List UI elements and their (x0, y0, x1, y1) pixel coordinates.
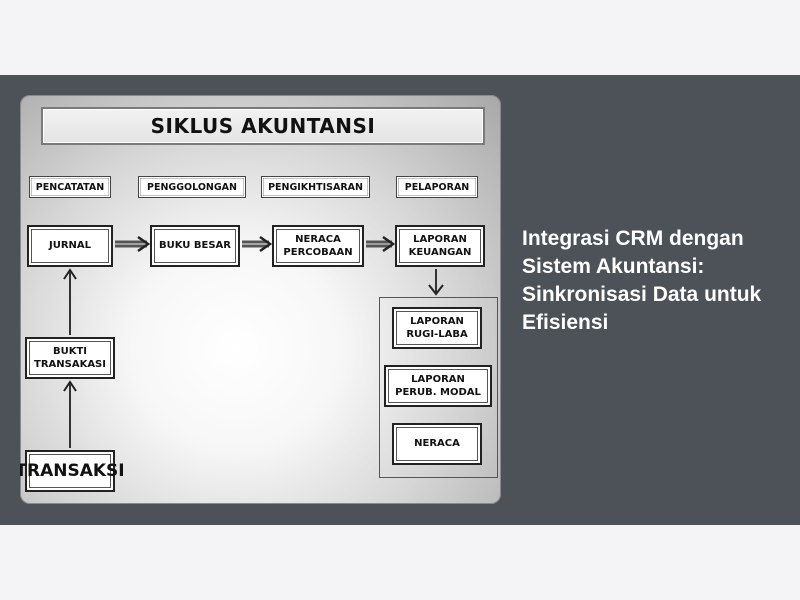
arrow-jurnal-to-buku-besar (115, 235, 151, 253)
node-neraca-percobaan: NERACA PERCOBAAN (272, 225, 364, 267)
stage-header-pencatatan: PENCATATAN (29, 176, 111, 198)
accounting-cycle-diagram: SIKLUS AKUNTANSI PENCATATAN PENGGOLONGAN… (20, 95, 501, 504)
arrow-buku-besar-to-neraca-percobaan (242, 235, 273, 253)
stage-header-pelaporan: PELAPORAN (396, 176, 478, 198)
arrow-bukti-to-jurnal (63, 268, 77, 335)
node-laporan-keuangan: LAPORAN KEUANGAN (395, 225, 485, 267)
stage-header-pengikhtisaran: PENGIKHTISARAN (261, 176, 370, 198)
stage-header-penggolongan: PENGGOLONGAN (138, 176, 246, 198)
node-laporan-perub-modal: LAPORAN PERUB. MODAL (384, 365, 492, 407)
arrow-laporan-keuangan-down (428, 269, 444, 296)
slide-caption: Integrasi CRM dengan Sistem Akuntansi: S… (522, 227, 762, 334)
node-jurnal: JURNAL (27, 225, 113, 267)
node-laporan-rugi-laba: LAPORAN RUGI-LABA (392, 307, 482, 349)
arrow-transaksi-to-bukti (63, 380, 77, 448)
node-neraca: NERACA (392, 423, 482, 465)
node-bukti-transaksi: BUKTI TRANSAKASI (25, 337, 115, 379)
flow-arrows (63, 235, 444, 448)
diagram-title: SIKLUS AKUNTANSI (41, 107, 485, 145)
report-group-frame (379, 297, 498, 478)
arrow-neraca-percobaan-to-laporan-keuangan (366, 235, 396, 253)
node-transaksi: TRANSAKSI (20, 450, 125, 492)
node-buku-besar: BUKU BESAR (150, 225, 240, 267)
